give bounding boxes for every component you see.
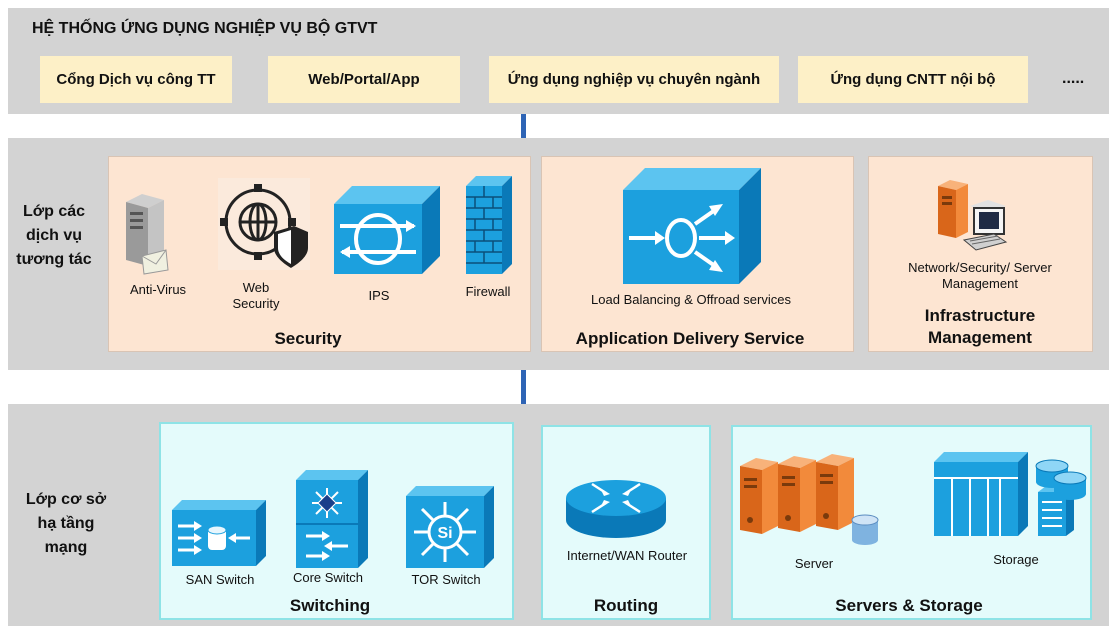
storage-icon xyxy=(934,452,1087,536)
servers-storage-title: Servers & Storage xyxy=(835,596,983,615)
connector-top xyxy=(521,114,526,138)
ips-icon xyxy=(334,186,440,274)
server-label: Server xyxy=(794,556,834,571)
load-balancing-label: Load Balancing & Offroad services xyxy=(591,292,791,307)
app-box-internal-it: Ứng dụng CNTT nội bộ xyxy=(798,56,1028,103)
infrastructure-management-title: Infrastructure Management xyxy=(924,306,1036,347)
infrastructure-management-panel xyxy=(868,156,1093,352)
switching-title: Switching xyxy=(289,596,371,615)
firewall-label: Firewall xyxy=(465,284,511,299)
san-switch-icon xyxy=(172,500,266,566)
app-box-public-services: Cổng Dịch vụ công TT xyxy=(40,56,232,103)
service-layer-label: Lớp các dịch vụ tương tác xyxy=(16,203,92,268)
infrastructure-layer-label: Lớp cơ sở hạ tầng mạng xyxy=(25,491,107,556)
tor-switch-label: TOR Switch xyxy=(411,572,481,587)
anti-virus-icon xyxy=(126,194,169,275)
application-layer-title: HỆ THỐNG ỨNG DỤNG NGHIỆP VỤ BỘ GTVT xyxy=(32,20,378,37)
management-label: Network/Security/ Server Management xyxy=(908,260,1052,291)
app-box-specialized-apps: Ứng dụng nghiệp vụ chuyên ngành xyxy=(489,56,779,103)
anti-virus-label: Anti-Virus xyxy=(129,282,187,297)
ips-label: IPS xyxy=(368,288,390,303)
management-workstation-icon xyxy=(938,180,1008,251)
web-security-label: Web Security xyxy=(232,280,280,311)
more-apps-ellipsis: ..... xyxy=(1062,70,1085,87)
web-security-icon xyxy=(218,178,310,270)
storage-label: Storage xyxy=(993,552,1039,567)
application-delivery-title: Application Delivery Service xyxy=(575,329,805,348)
load-balancer-icon xyxy=(623,168,761,284)
router-label: Internet/WAN Router xyxy=(566,548,688,563)
routing-title: Routing xyxy=(593,596,659,615)
core-switch-icon xyxy=(296,470,368,568)
connector-bottom xyxy=(521,370,526,404)
san-switch-label: SAN Switch xyxy=(185,572,255,587)
server-icon xyxy=(740,454,879,545)
app-box-web-portal: Web/Portal/App xyxy=(268,56,460,103)
security-title: Security xyxy=(274,329,342,348)
firewall-icon xyxy=(466,176,512,274)
router-icon xyxy=(566,480,666,538)
tor-switch-icon: Si xyxy=(406,486,494,568)
core-switch-label: Core Switch xyxy=(292,570,364,585)
security-panel xyxy=(108,156,531,352)
svg-text:Si: Si xyxy=(437,525,452,542)
